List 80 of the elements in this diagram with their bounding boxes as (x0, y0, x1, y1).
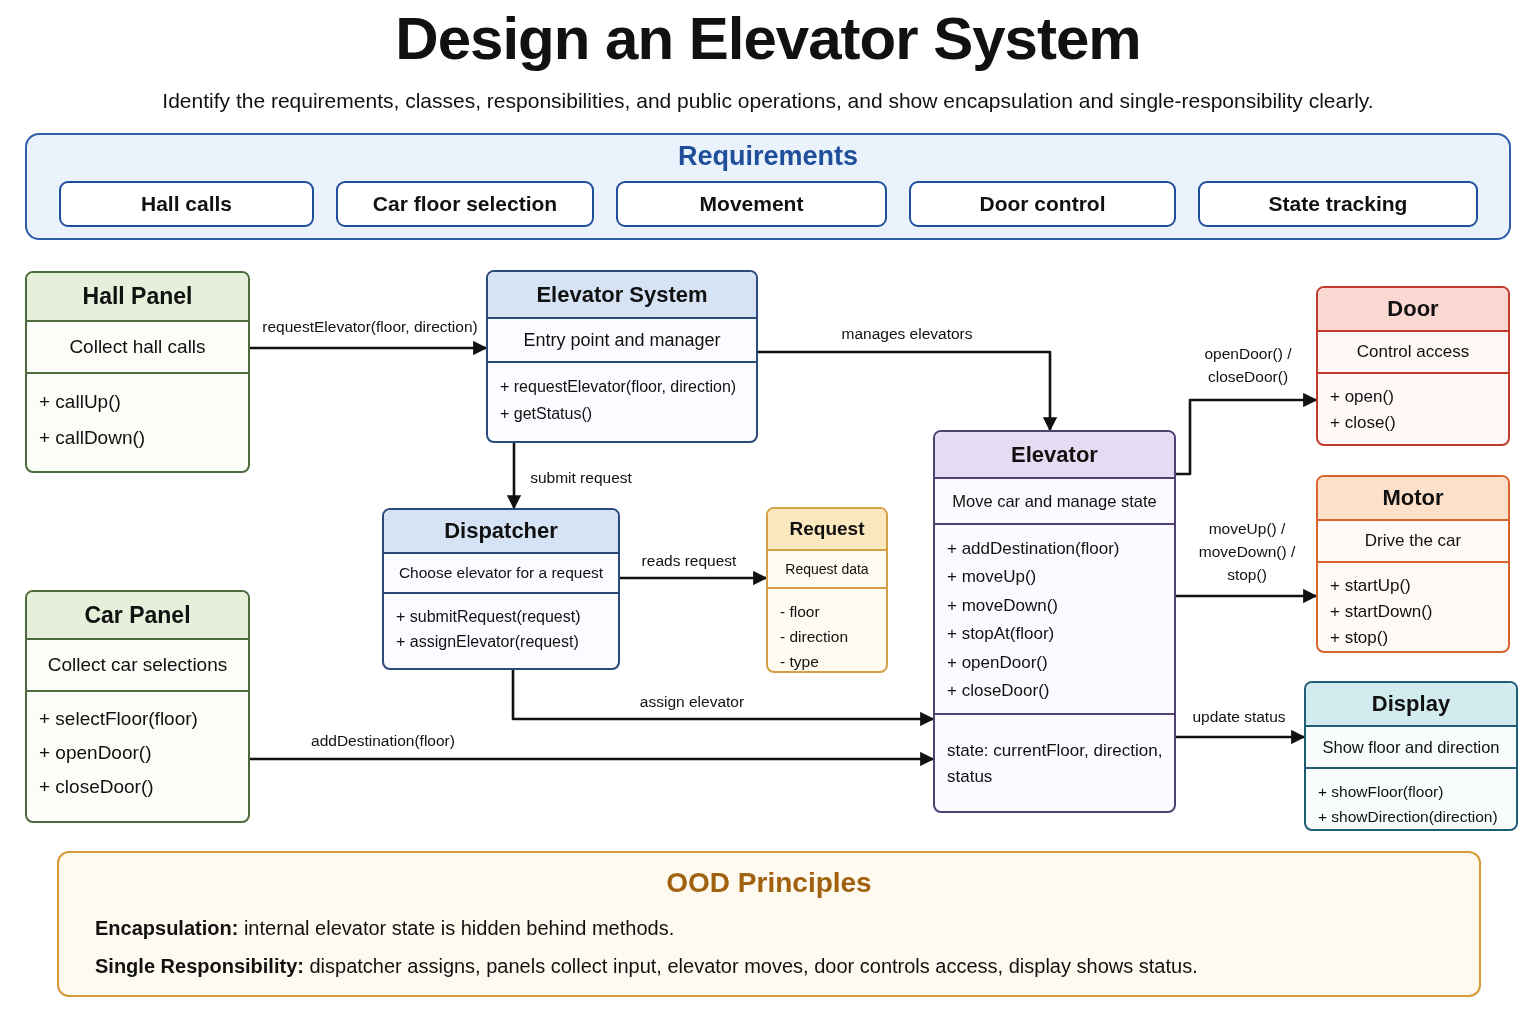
method-text: + assignElevator(request) (396, 632, 580, 652)
class-box (382, 508, 620, 670)
method-text: - floor (780, 602, 821, 622)
requirement-box (616, 181, 887, 227)
class-name: Elevator (1011, 441, 1098, 468)
method-text: + closeDoor() (39, 775, 155, 799)
method-text: + open() (1330, 386, 1395, 408)
class-description: Collect car selections (47, 654, 228, 676)
attribute-text: state: currentFloor, direction, status (947, 740, 1164, 789)
method-text: + closeDoor() (947, 680, 1051, 703)
requirement-label: Movement (699, 192, 804, 216)
class-name: Hall Panel (82, 283, 193, 310)
arrow (1176, 392, 1318, 476)
method-text: + requestElevator(floor, direction) (500, 377, 738, 397)
class-description: Control access (1356, 342, 1470, 362)
panel-title: Requirements (676, 141, 860, 172)
principles-panel (57, 851, 1481, 997)
class-description: Show floor and direction (1322, 737, 1500, 757)
class-box (933, 430, 1176, 813)
arrow (1176, 729, 1306, 745)
method-text: + submitRequest(request) (396, 607, 582, 627)
class-box (766, 507, 888, 673)
requirement-label: Hall calls (140, 192, 233, 216)
class-description: Drive the car (1364, 531, 1462, 551)
diagram-subtitle: Identify the requirements, classes, responsibilities, and public operations, and show encapsulation and single-responsibility clearly. (161, 89, 1375, 113)
method-text: - type (780, 652, 820, 671)
class-description: Collect hall calls (69, 336, 206, 358)
method-text: + callDown() (39, 426, 147, 450)
class-description: Choose elevator for a request (398, 564, 604, 582)
arrow (758, 350, 1058, 432)
method-text: + selectFloor(floor) (39, 707, 199, 731)
class-box (25, 271, 250, 473)
arrow (506, 443, 522, 510)
class-name: Motor (1382, 485, 1444, 511)
method-text: + stop() (1330, 627, 1390, 649)
arrow (250, 751, 935, 767)
class-box (1304, 681, 1518, 831)
principle-text: Single Responsibility: dispatcher assigns, panels collect input, elevator moves, door controls access, display shows status. (95, 954, 1199, 979)
class-name: Elevator System (536, 281, 708, 308)
class-description: Entry point and manager (523, 329, 721, 351)
method-text: - direction (780, 627, 850, 647)
method-text: + moveUp() (947, 566, 1038, 589)
class-name: Door (1387, 296, 1439, 322)
panel-title: OOD Principles (665, 867, 873, 899)
requirement-box (59, 181, 314, 227)
method-text: + showDirection(direction) (1318, 807, 1499, 827)
arrow (1176, 588, 1318, 604)
method-text: + openDoor() (947, 651, 1049, 674)
diagram-title: Design an Elevator System (394, 4, 1142, 73)
method-text: + stopAt(floor) (947, 623, 1056, 646)
requirement-box (1198, 181, 1478, 227)
requirements-panel (25, 133, 1511, 240)
method-text: + getStatus() (500, 404, 594, 424)
method-text: + openDoor() (39, 741, 153, 765)
class-box (25, 590, 250, 823)
method-text: + startDown() (1330, 601, 1434, 623)
arrow (250, 340, 488, 356)
method-text: + callUp() (39, 390, 122, 414)
method-text: + moveDown() (947, 594, 1059, 617)
principle-text: Encapsulation: internal elevator state is hidden behind methods. (95, 916, 676, 941)
requirement-label: State tracking (1268, 192, 1408, 216)
class-description: Request data (785, 561, 869, 577)
class-name: Request (789, 518, 865, 540)
requirement-label: Car floor selection (372, 192, 558, 216)
class-name: Dispatcher (444, 518, 558, 544)
requirement-box (336, 181, 594, 227)
arrow (511, 670, 935, 727)
arrow (620, 570, 768, 586)
requirement-box (909, 181, 1176, 227)
method-text: + addDestination(floor) (947, 538, 1121, 560)
class-box (1316, 475, 1510, 653)
class-name: Car Panel (84, 601, 191, 629)
method-text: + startUp() (1330, 575, 1412, 597)
method-text: + close() (1330, 412, 1397, 434)
requirement-label: Door control (979, 192, 1106, 216)
class-box (486, 270, 758, 443)
class-box (1316, 286, 1510, 446)
class-description: Move car and manage state (952, 491, 1157, 511)
method-text: + showFloor(floor) (1318, 782, 1445, 802)
class-name: Display (1371, 691, 1451, 717)
